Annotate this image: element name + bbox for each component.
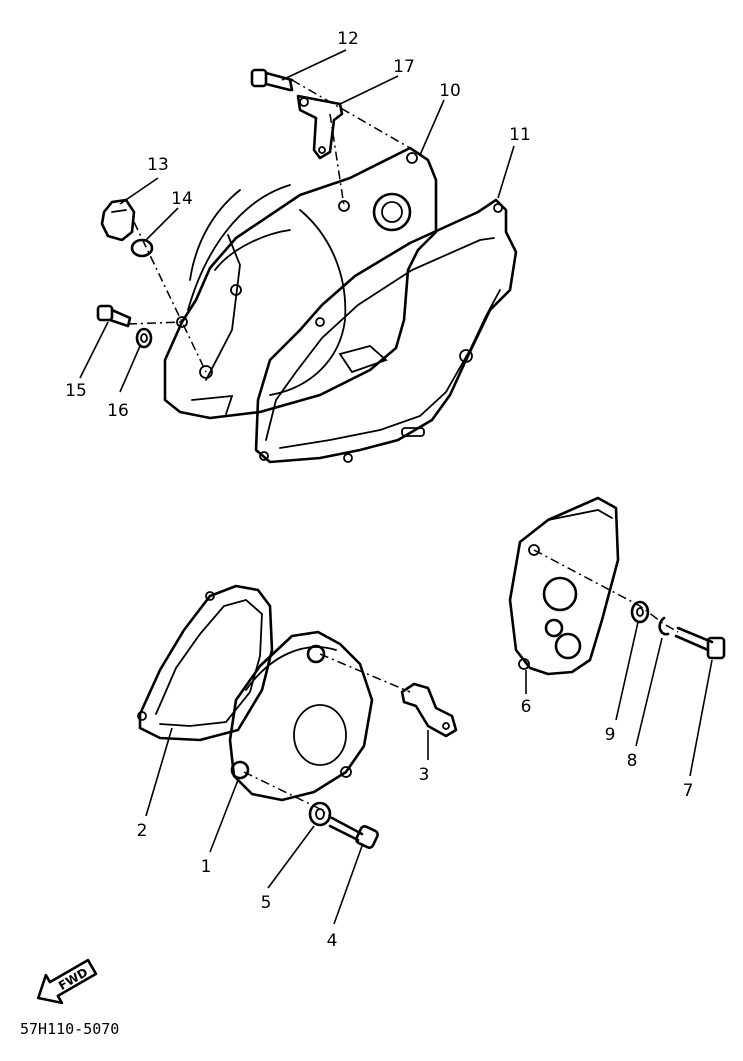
- part-13-plug: [100, 198, 136, 242]
- part-7-bolt: [674, 626, 726, 660]
- callout-10: 10: [439, 81, 461, 101]
- callout-11: 11: [509, 125, 531, 145]
- assembly-lines: [127, 79, 679, 819]
- part-6-sprocket-cover: [508, 496, 620, 676]
- part-11-gasket: [254, 198, 518, 464]
- callout-3: 3: [419, 765, 430, 785]
- callout-7: 7: [683, 781, 694, 801]
- part-16-washer: [135, 327, 153, 349]
- part-8-spring-washer: [658, 616, 670, 636]
- part-2-gasket: [137, 584, 274, 742]
- callout-13: 13: [147, 155, 169, 175]
- callout-15: 15: [65, 381, 87, 401]
- part-14-o-ring: [130, 238, 154, 258]
- part-4-bolt: [328, 816, 379, 849]
- callout-8: 8: [627, 751, 638, 771]
- leader-lines: [79, 49, 713, 925]
- callout-14: 14: [171, 189, 193, 209]
- callout-6: 6: [521, 697, 532, 717]
- callout-4: 4: [327, 931, 338, 951]
- callout-12: 12: [337, 29, 359, 49]
- callout-9: 9: [605, 725, 616, 745]
- callout-1: 1: [201, 857, 212, 877]
- part-17-bracket: [296, 94, 344, 160]
- part-10-crankcase-cover: [163, 146, 438, 420]
- part-15-bolt: [96, 304, 132, 328]
- callout-16: 16: [107, 401, 129, 421]
- callout-5: 5: [261, 893, 272, 913]
- part-1-cover: [228, 630, 374, 802]
- callout-2: 2: [137, 821, 148, 841]
- part-9-washer: [630, 600, 650, 624]
- diagram-code: 57H110-5070: [20, 1020, 119, 1038]
- callout-17: 17: [393, 57, 415, 77]
- part-12-bolt: [250, 68, 294, 92]
- callout-numbers: 1 2 3 4 5 6 7 8 9 10 11 12 13 14 15 16 1…: [65, 29, 693, 951]
- part-3-clamp: [400, 682, 458, 738]
- fwd-arrow-icon: FWD: [36, 958, 98, 1005]
